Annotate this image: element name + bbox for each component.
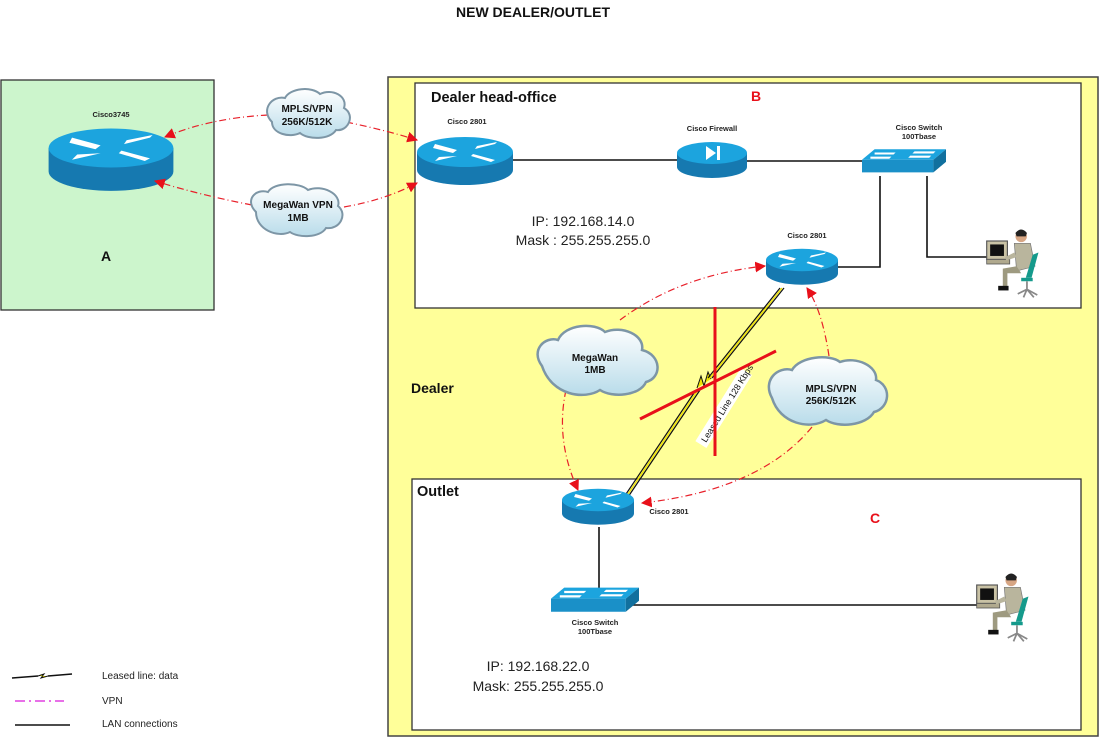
head-office-mask: Mask : 255.255.255.0: [516, 232, 651, 248]
cloud-mpls-mid-line1: MPLS/VPN: [805, 384, 856, 395]
site-a-box: [0, 79, 215, 311]
outlet-switch-icon: [551, 587, 639, 612]
outlet-switch-label-2: 100Tbase: [578, 627, 612, 636]
vpn-megawan-to-router2: [619, 261, 767, 321]
head-office-switch-label-1: Cisco Switch: [896, 123, 943, 132]
vpn-megawan-to-site-a: [153, 178, 253, 206]
legend: Leased line: data VPN LAN connections: [11, 671, 179, 730]
cloud-megawan-top-line2: 1MB: [287, 213, 308, 224]
vpn-mpls-to-router2: [806, 287, 830, 357]
vpn-mpls-to-outlet-router: [640, 426, 813, 508]
legend-leased-label: Leased line: data: [102, 671, 179, 682]
cloud-mpls-mid-line2: 256K/512K: [806, 396, 857, 407]
outlet-router-label: Cisco 2801: [649, 507, 688, 516]
head-office-ip: IP: 192.168.14.0: [532, 213, 635, 229]
head-office-box: [414, 82, 1082, 309]
cloud-mpls-mid: MPLS/VPN 256K/512K: [767, 356, 889, 426]
leased-line: [621, 287, 785, 501]
outlet-switch-label-1: Cisco Switch: [572, 618, 619, 627]
cloud-mpls-top-line1: MPLS/VPN: [281, 104, 332, 115]
cloud-megawan-top-line1: MegaWan VPN: [263, 200, 333, 211]
vpn-megawan-to-outlet-router: [561, 389, 579, 491]
outlet-letter: C: [870, 510, 880, 526]
leased-line-cross-mark: [639, 307, 777, 456]
site-a-router-label: Cisco3745: [92, 110, 129, 119]
firewall-label: Cisco Firewall: [687, 124, 737, 133]
head-office-title: Dealer head-office: [431, 90, 557, 106]
outlet-router-icon: [562, 488, 634, 525]
site-a-router-icon: [48, 128, 174, 191]
lan-switch-to-router2: [836, 176, 881, 268]
head-office-letter: B: [751, 88, 761, 104]
firewall-icon: [677, 142, 747, 178]
outlet-title: Outlet: [417, 484, 459, 500]
vpn-megawan-to-head-office: [343, 182, 418, 208]
cloud-megawan-mid-line2: 1MB: [584, 365, 605, 376]
lan-switch-to-workstation: [926, 176, 988, 258]
legend-item-leased: Leased line: data: [11, 671, 179, 682]
outlet-mask: Mask: 255.255.255.0: [473, 678, 604, 694]
lan-connections-head-office: [512, 159, 988, 268]
outlet-ip: IP: 192.168.22.0: [487, 658, 590, 674]
cloud-mpls-top-line2: 256K/512K: [282, 117, 333, 128]
legend-lan-label: LAN connections: [102, 719, 178, 730]
legend-item-vpn: VPN: [15, 696, 123, 707]
cloud-megawan-top: MegaWan VPN 1MB: [250, 183, 344, 238]
dealer-label: Dealer: [411, 380, 454, 396]
head-office-router-icon: [417, 137, 513, 185]
cloud-megawan-mid-line1: MegaWan: [572, 353, 618, 364]
head-office-router2-label: Cisco 2801: [787, 231, 826, 240]
head-office-switch-label-2: 100Tbase: [902, 132, 936, 141]
head-office-router2-icon: [766, 248, 838, 285]
diagram-title: NEW DEALER/OUTLET: [456, 4, 610, 20]
head-office-switch-icon: [862, 149, 946, 173]
site-a-letter: A: [101, 248, 111, 264]
vpn-mpls-to-head-office: [345, 121, 419, 143]
cloud-mpls-top: MPLS/VPN 256K/512K: [266, 88, 351, 139]
legend-item-lan: LAN connections: [15, 719, 178, 730]
legend-vpn-label: VPN: [102, 696, 123, 707]
head-office-router-label: Cisco 2801: [447, 117, 486, 126]
cloud-megawan-mid: MegaWan 1MB: [536, 324, 659, 397]
legend-leased-line-icon: [11, 673, 73, 679]
